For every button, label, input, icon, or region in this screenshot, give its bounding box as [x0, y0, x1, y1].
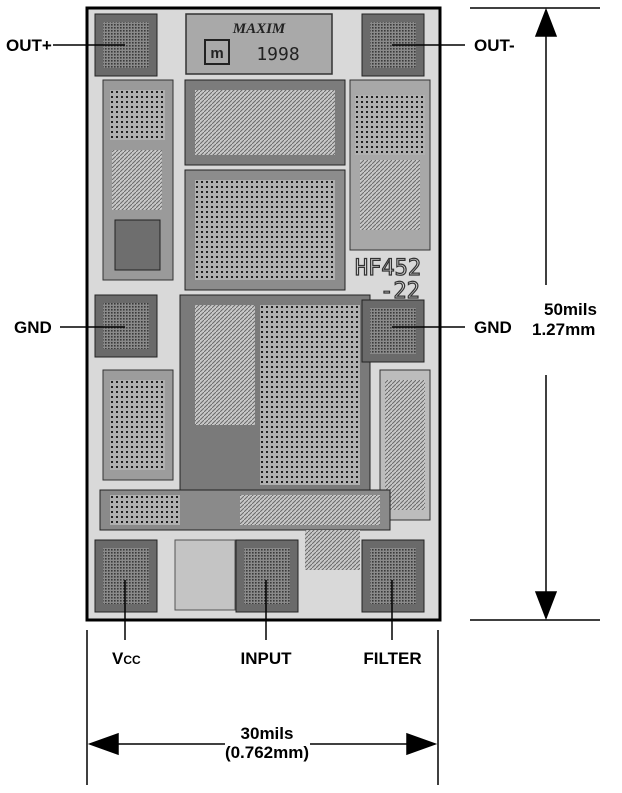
part-number-line1: HF452	[355, 256, 421, 281]
width-mm: (0.762mm)	[224, 743, 310, 762]
svg-text:m: m	[210, 45, 223, 62]
label-gnd-left: GND	[14, 318, 52, 337]
width-dimension	[86, 630, 439, 785]
label-out-minus: OUT-	[474, 36, 515, 55]
label-out-plus: OUT+	[6, 36, 52, 55]
label-filter: FILTER	[363, 649, 422, 668]
width-label: 30mils (0.762mm)	[207, 724, 327, 762]
height-label: 50mils 1.27mm	[532, 300, 597, 340]
width-mils: 30mils	[240, 724, 294, 743]
circuit-blocks	[99, 79, 431, 611]
label-vcc-main: V	[112, 649, 124, 668]
height-mils: 50mils	[544, 300, 597, 319]
label-vcc: VCC	[112, 650, 141, 667]
bond-pads	[94, 13, 425, 613]
label-input: INPUT	[240, 649, 292, 668]
height-dimension	[470, 7, 600, 621]
height-mm: 1.27mm	[532, 320, 596, 339]
label-gnd-right: GND	[474, 318, 512, 337]
die-logo: MAXIM	[232, 21, 286, 37]
pin-leaders	[53, 44, 465, 640]
die-year: 1998	[256, 44, 299, 65]
label-vcc-sub: CC	[123, 653, 141, 667]
